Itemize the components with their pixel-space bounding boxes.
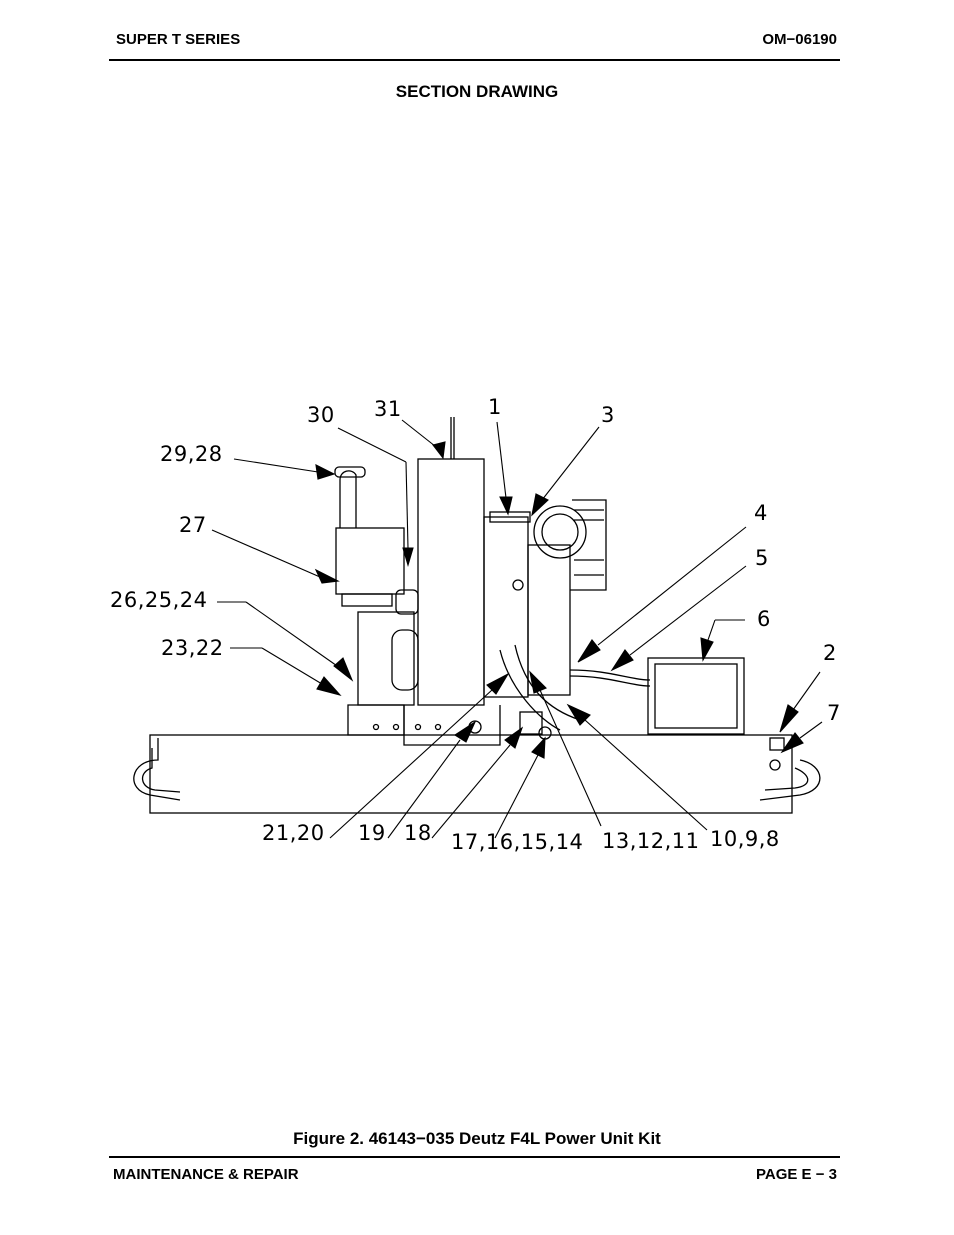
radiator: [417, 458, 485, 706]
base-skid: [149, 734, 793, 814]
callout-1: 1: [488, 395, 502, 419]
callout-23-22: 23,22: [161, 636, 224, 660]
callout-30: 30: [307, 403, 335, 427]
callout-6: 6: [757, 607, 771, 631]
callout-21-20: 21,20: [262, 821, 325, 845]
callout-13-12-11: 13,12,11: [602, 829, 700, 853]
section-title: SECTION DRAWING: [395, 82, 559, 101]
callout-27: 27: [179, 513, 207, 537]
callout-29-28: 29,28: [160, 442, 223, 466]
callout-7: 7: [827, 701, 841, 725]
header-doc-number: OM−06190: [762, 31, 837, 48]
callout-17-16-15-14: 17,16,15,14: [451, 830, 583, 854]
footer-rule: [109, 1156, 840, 1158]
callout-5: 5: [755, 546, 769, 570]
footer-section: MAINTENANCE & REPAIR: [113, 1166, 299, 1183]
callout-10-9-8: 10,9,8: [710, 827, 780, 851]
battery-box: [647, 657, 745, 735]
callout-26-25-24: 26,25,24: [110, 588, 208, 612]
callout-18: 18: [404, 821, 432, 845]
footer-page-number: PAGE E − 3: [755, 1166, 837, 1183]
callout-19: 19: [358, 821, 386, 845]
header-series: SUPER T SERIES: [116, 31, 241, 48]
header-rule: [109, 59, 840, 61]
callout-2: 2: [823, 641, 837, 665]
callout-3: 3: [601, 403, 615, 427]
figure-caption: Figure 2. 46143−035 Deutz F4L Power Unit…: [293, 1129, 661, 1148]
callout-31: 31: [374, 397, 402, 421]
callout-4: 4: [754, 501, 768, 525]
left-bail: [133, 738, 181, 801]
